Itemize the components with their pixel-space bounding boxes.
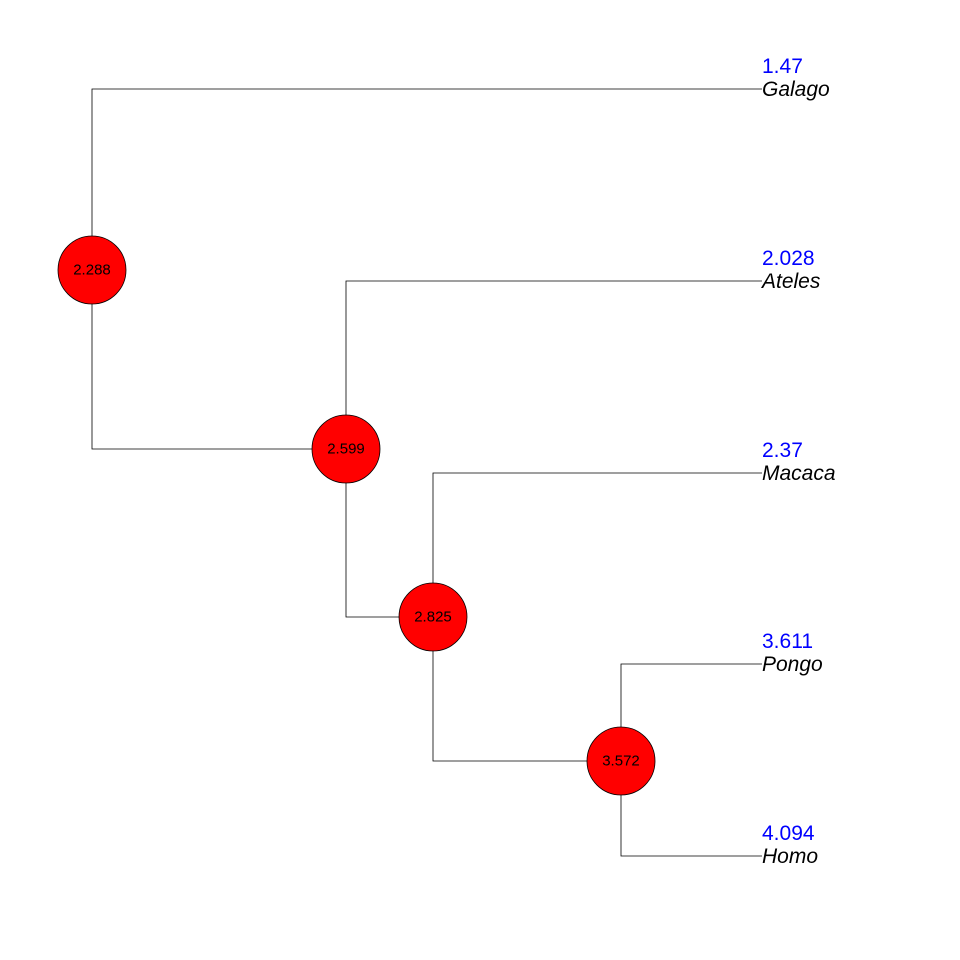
node-circle-n3	[398, 582, 468, 652]
tip-value-homo: 4.094	[762, 822, 815, 845]
branch-n2-ateles	[345, 280, 762, 449]
tip-name-ateles: Ateles	[760, 270, 821, 293]
tip-name-galago: Galago	[762, 78, 830, 101]
tree-branches	[91, 88, 762, 857]
node-value-n4: 3.572	[602, 753, 640, 770]
node-value-n3: 2.825	[414, 609, 452, 626]
tip-value-ateles: 2.028	[762, 247, 815, 270]
branch-n3-n4	[432, 617, 621, 762]
tip-name-homo: Homo	[762, 845, 818, 868]
branch-n1-n2	[91, 270, 346, 450]
tip-value-galago: 1.47	[762, 55, 803, 78]
node-value-n1: 2.288	[73, 262, 111, 279]
branch-n1-galago	[91, 88, 762, 270]
node-value-n2: 2.599	[327, 441, 365, 458]
node-circle-n1	[57, 235, 127, 305]
node-circle-n2	[311, 414, 381, 484]
tip-value-macaca: 2.37	[762, 439, 803, 462]
branch-n3-macaca	[432, 472, 762, 617]
tip-name-pongo: Pongo	[762, 653, 823, 676]
node-circle-n4	[586, 726, 656, 796]
tree-nodes: 2.288 2.599 2.825 3.572	[57, 235, 656, 796]
tip-value-pongo: 3.611	[762, 630, 813, 653]
tip-name-macaca: Macaca	[762, 462, 836, 485]
